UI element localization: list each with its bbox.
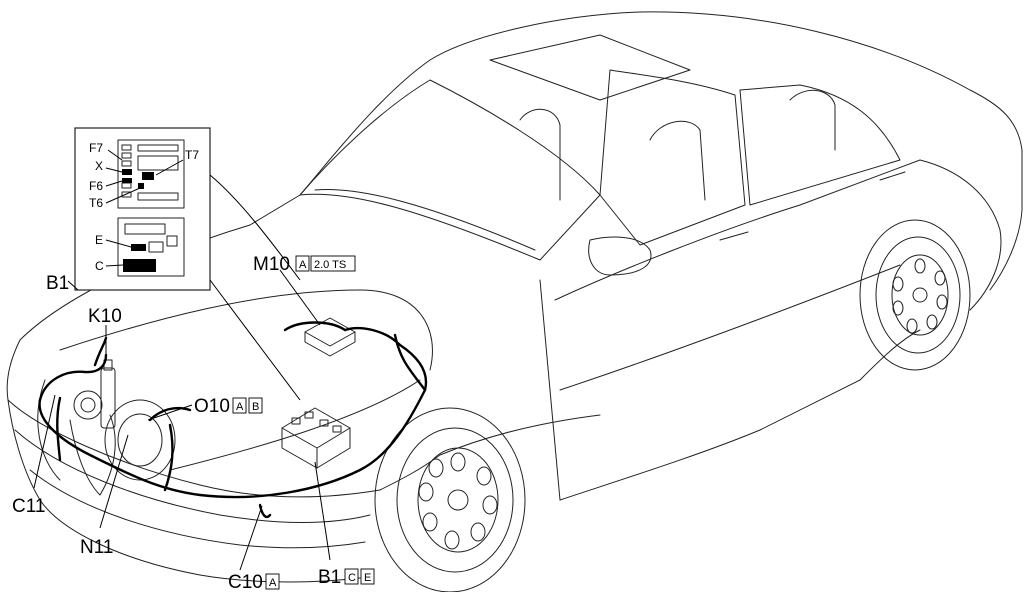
label-n11: N11	[80, 537, 113, 558]
car-body	[6, 11, 1023, 583]
label-o10: O10	[194, 396, 230, 417]
component-labels: B1 K10 M10 A 2.0 TS O10 A B C11 N11 C10 …	[12, 254, 375, 593]
fuse-x-marker	[122, 169, 132, 175]
label-c10: C10	[228, 572, 263, 592]
label-leaders	[33, 269, 331, 571]
label-o10-tag-a: A	[236, 401, 244, 413]
label-b1: B1	[46, 273, 69, 294]
inset-label-t6: T6	[89, 196, 103, 210]
wiring-harness	[38, 321, 428, 519]
fuse-box-inset	[74, 127, 301, 401]
inset-label-x: X	[95, 159, 103, 173]
rear-wheel	[859, 219, 971, 371]
inset-labels: F7 X F6 T6 T7 E C	[89, 141, 199, 273]
fuse-t7-marker	[142, 172, 154, 180]
label-m10-tag: A	[299, 259, 307, 271]
fuse-t6-marker	[138, 183, 144, 189]
label-b1-tag-c: C	[348, 572, 356, 584]
label-m10-engine: 2.0 TS	[314, 259, 346, 271]
inset-label-c: C	[95, 259, 104, 273]
label-c11: C11	[12, 496, 45, 517]
label-k10: K10	[88, 306, 122, 327]
label-m10: M10	[253, 254, 290, 275]
inset-label-e: E	[95, 233, 103, 247]
inset-label-f6: F6	[89, 179, 103, 193]
label-b1-tag-e: E	[364, 572, 371, 584]
inset-label-f7: F7	[89, 141, 103, 155]
label-b1-c-e: B1	[318, 567, 341, 588]
relay-c-marker	[123, 259, 156, 272]
label-o10-tag-b: B	[252, 401, 259, 413]
inset-label-t7: T7	[185, 148, 199, 162]
label-c10-tag: A	[269, 577, 277, 589]
relay-e-marker	[131, 244, 146, 251]
engine-bay-components	[37, 317, 356, 496]
fuse-f6-marker	[122, 178, 132, 183]
